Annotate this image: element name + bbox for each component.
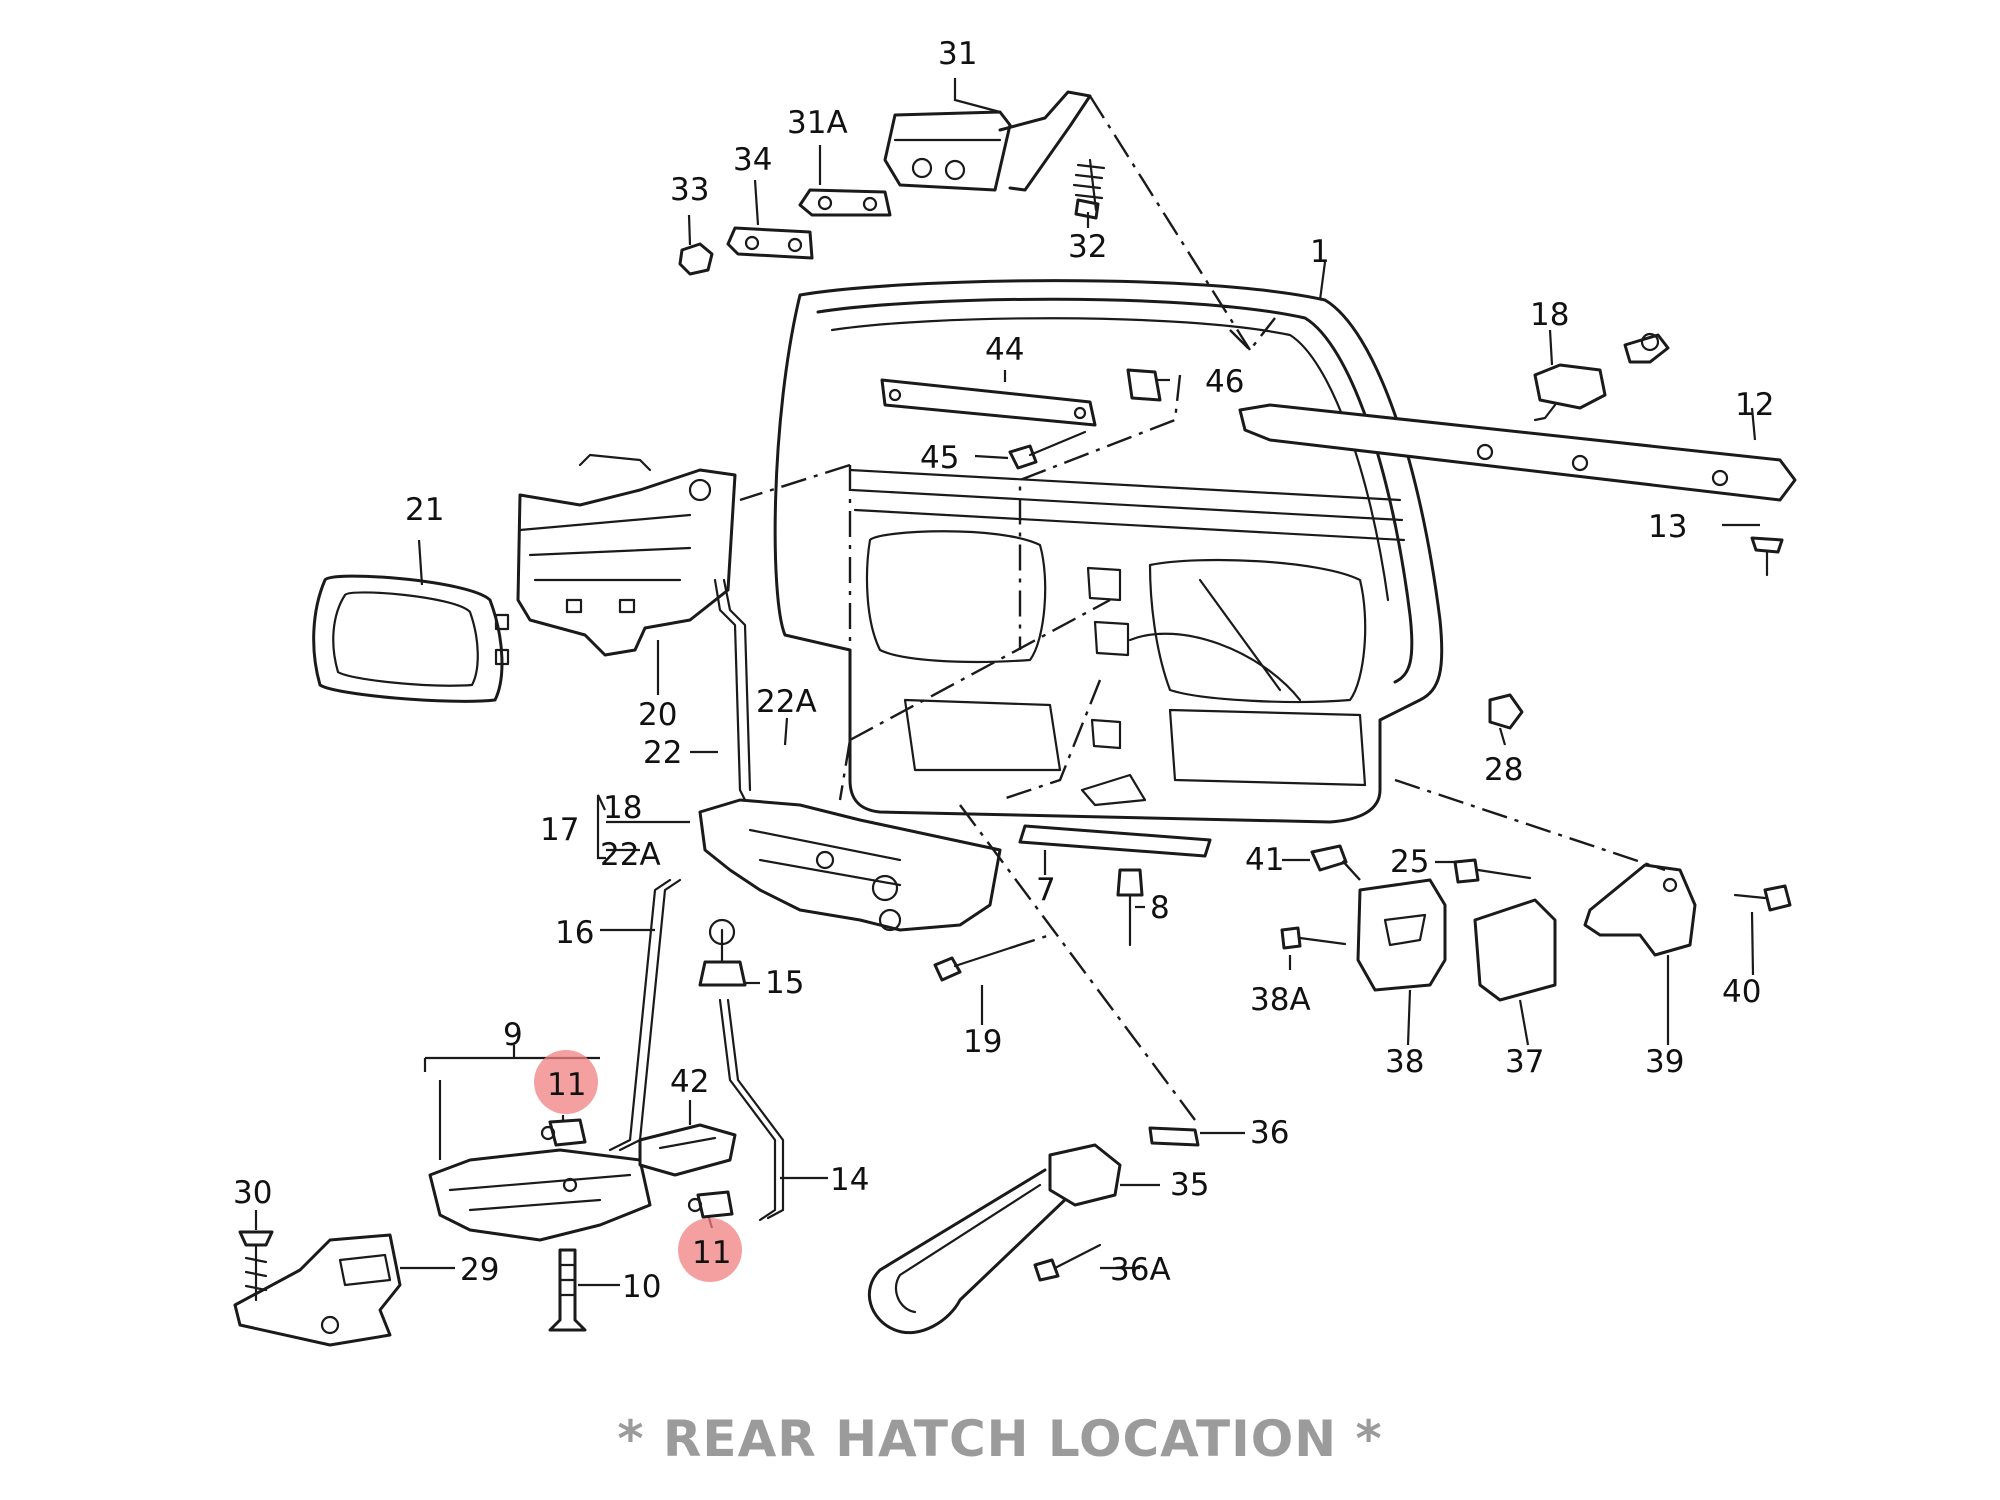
label-21: 21 <box>405 492 444 528</box>
label-22: 22 <box>643 735 682 771</box>
clip-11-upper <box>540 1118 587 1147</box>
label-20: 20 <box>638 697 677 733</box>
highlight-circle-lower <box>678 1218 742 1282</box>
label-28: 28 <box>1484 752 1523 788</box>
screw-36A <box>1033 1243 1102 1282</box>
label-31A: 31A <box>787 105 848 141</box>
strip-7 <box>1018 824 1212 858</box>
label-38: 38 <box>1385 1044 1424 1080</box>
label-41: 41 <box>1245 842 1284 878</box>
label-36: 36 <box>1250 1115 1289 1151</box>
label-29: 29 <box>460 1252 499 1288</box>
label-18-bracket: 18 <box>603 790 642 826</box>
striker-29 <box>233 1233 402 1347</box>
label-34: 34 <box>733 142 772 178</box>
cover-37 <box>1473 898 1557 1002</box>
screw-13 <box>1750 536 1784 577</box>
label-10: 10 <box>622 1269 661 1305</box>
label-33: 33 <box>670 172 709 208</box>
bumper-28 <box>1488 693 1524 730</box>
bracket-39 <box>1583 863 1697 957</box>
striker-plate-38 <box>1356 878 1447 992</box>
highlight-circle-upper <box>534 1050 598 1114</box>
label-25: 25 <box>1390 844 1429 880</box>
label-38A: 38A <box>1250 982 1311 1018</box>
lock-cylinder-18 <box>1533 332 1670 422</box>
switch-42 <box>638 1123 737 1177</box>
label-14: 14 <box>830 1162 869 1198</box>
screw-40 <box>1733 884 1792 912</box>
label-8: 8 <box>1150 890 1170 926</box>
label-35: 35 <box>1170 1167 1209 1203</box>
screw-45 <box>1008 430 1087 470</box>
hinge-assembly <box>678 90 1106 276</box>
caption-rear-hatch-location: * REAR HATCH LOCATION * <box>617 1410 1383 1468</box>
label-11-upper: 11 <box>547 1067 586 1103</box>
label-22A-bracket: 22A <box>600 837 661 873</box>
label-31: 31 <box>938 36 977 72</box>
assembly-lines <box>739 95 1666 1121</box>
label-39: 39 <box>1645 1044 1684 1080</box>
clip-11-lower <box>687 1190 734 1219</box>
trim-frame-21 <box>312 574 510 703</box>
label-45: 45 <box>920 440 959 476</box>
lock-17 <box>698 798 1002 932</box>
label-46: 46 <box>1205 364 1244 400</box>
label-37: 37 <box>1505 1044 1544 1080</box>
trim-strip-12 <box>1238 403 1797 502</box>
latch-9 <box>428 1148 652 1242</box>
clip-15 <box>698 918 747 987</box>
part-labels: 31 31A 34 33 32 1 18 44 46 45 12 13 21 2… <box>233 36 1774 1305</box>
screw-19 <box>933 946 1012 982</box>
label-9: 9 <box>503 1017 523 1053</box>
label-32: 32 <box>1068 229 1107 265</box>
clip-46 <box>1126 368 1162 402</box>
screw-38A <box>1280 926 1347 950</box>
lock-mechanism-20 <box>516 453 737 657</box>
leader-lines <box>254 78 1760 1287</box>
screw-30 <box>238 1230 274 1302</box>
label-19: 19 <box>963 1024 1002 1060</box>
latch-bolt-10 <box>548 1248 587 1332</box>
label-17: 17 <box>540 812 579 848</box>
label-22A: 22A <box>756 684 817 720</box>
rear-hatch-panel <box>773 279 1444 824</box>
label-18-top: 18 <box>1530 297 1569 333</box>
label-12: 12 <box>1735 387 1774 423</box>
bolt-25 <box>1453 858 1532 884</box>
label-40: 40 <box>1722 974 1761 1010</box>
bolt-41 <box>1310 844 1348 872</box>
label-36A: 36A <box>1110 1252 1171 1288</box>
clip-36 <box>1148 1126 1200 1147</box>
label-1: 1 <box>1310 234 1330 270</box>
label-13: 13 <box>1648 509 1687 545</box>
label-15: 15 <box>765 965 804 1001</box>
label-44: 44 <box>985 332 1024 368</box>
buffer-8 <box>1116 868 1144 947</box>
lock-connecting-rods <box>608 578 785 1222</box>
label-11-lower: 11 <box>692 1235 731 1271</box>
label-30: 30 <box>233 1175 272 1211</box>
label-42: 42 <box>670 1064 709 1100</box>
pull-strap-35 <box>867 1143 1122 1335</box>
highlight-markers <box>534 1050 742 1282</box>
label-7: 7 <box>1036 872 1056 908</box>
label-16: 16 <box>555 915 594 951</box>
bracket-44 <box>880 378 1097 427</box>
